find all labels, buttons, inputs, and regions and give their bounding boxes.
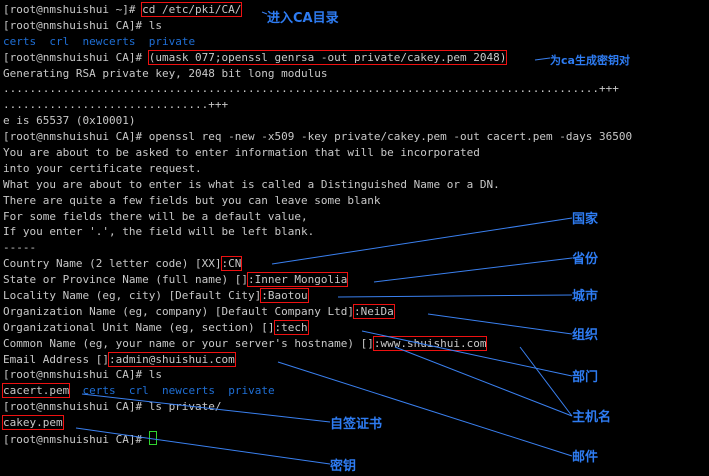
terminal-text: e is 65537 (0x10001) bbox=[3, 114, 136, 128]
terminal-text: Email Address [] bbox=[3, 352, 109, 366]
terminal-line: You are about to be asked to enter infor… bbox=[3, 145, 706, 161]
terminal-line: If you enter '.', the field will be left… bbox=[3, 224, 706, 240]
terminal-line: For some fields there will be a default … bbox=[3, 209, 706, 225]
terminal-line: ...............................+++ bbox=[3, 97, 706, 113]
terminal-text: Organizational Unit Name (eg, section) [… bbox=[3, 320, 275, 334]
annotation-key: 密钥 bbox=[330, 459, 357, 474]
annotation-email: 邮件 bbox=[572, 450, 599, 465]
annotation-city: 城市 bbox=[572, 289, 599, 304]
directory-entry: private bbox=[148, 34, 196, 48]
terminal-text: What you are about to enter is what is c… bbox=[3, 177, 500, 191]
highlighted-text: cakey.pem bbox=[2, 415, 64, 431]
terminal-text: [root@nmshuishui CA]# bbox=[3, 433, 149, 447]
annotation-organization: 组织 bbox=[572, 328, 599, 343]
terminal-text: For some fields there will be a default … bbox=[3, 209, 308, 223]
annotation-province: 省份 bbox=[572, 252, 599, 267]
annotation-department: 部门 bbox=[572, 370, 599, 385]
leader-line bbox=[519, 346, 573, 417]
terminal-line: [root@nmshuishui CA]# ls private/ bbox=[3, 399, 706, 415]
terminal-line: [root@nmshuishui CA]# ls bbox=[3, 18, 706, 34]
terminal-text: [root@nmshuishui CA]# bbox=[3, 50, 149, 64]
leader-line bbox=[271, 217, 573, 265]
terminal-line: [root@nmshuishui CA]# ls bbox=[3, 367, 706, 383]
terminal-line: Email Address []:admin@shuishui.com bbox=[3, 351, 706, 368]
terminal-line: Organizational Unit Name (eg, section) [… bbox=[3, 319, 706, 336]
directory-entry: private bbox=[228, 384, 275, 398]
leader-line bbox=[81, 393, 331, 423]
terminal-text: ----- bbox=[3, 241, 37, 255]
leader-line bbox=[373, 257, 573, 283]
highlighted-text: (umask 077;openssl genrsa -out private/c… bbox=[147, 49, 508, 65]
directory-entry: newcerts bbox=[82, 34, 136, 48]
directory-entry: certs bbox=[3, 34, 37, 48]
directory-entry: crl bbox=[49, 34, 70, 48]
annotation-hostname: 主机名 bbox=[572, 410, 612, 425]
leader-line bbox=[427, 313, 573, 335]
terminal-line: State or Province Name (full name) []:In… bbox=[3, 272, 706, 288]
terminal-text: [root@nmshuishui CA]# ls private/ bbox=[3, 400, 222, 414]
highlighted-text: :admin@shuishui.com bbox=[107, 351, 236, 367]
terminal-text: Country Name (2 letter code) [XX] bbox=[3, 257, 222, 271]
terminal-text: Locality Name (eg, city) [Default City] bbox=[3, 289, 262, 303]
terminal-text: [root@nmshuishui ~]# bbox=[3, 3, 143, 16]
annotation-enter-ca-dir: 进入CA目录 bbox=[267, 11, 339, 26]
directory-entry: certs bbox=[82, 384, 116, 398]
terminal-text: [root@nmshuishui CA]# ls bbox=[3, 368, 162, 382]
terminal-line: cakey.pem bbox=[2, 415, 706, 431]
terminal-line: Generating RSA private key, 2048 bit lon… bbox=[3, 66, 706, 82]
terminal-output[interactable]: [root@nmshuishui ~]# cd /etc/pki/CA/[roo… bbox=[1, 2, 706, 447]
terminal-line: e is 65537 (0x10001) bbox=[3, 113, 706, 129]
terminal-text: Common Name (eg, your name or your serve… bbox=[3, 336, 374, 350]
terminal-line: What you are about to enter is what is c… bbox=[3, 177, 706, 193]
leader-line bbox=[277, 361, 573, 457]
leader-line bbox=[337, 294, 573, 298]
terminal-text: ........................................… bbox=[3, 82, 619, 96]
highlighted-text: :NeiDa bbox=[353, 303, 395, 319]
terminal-text: You are about to be asked to enter infor… bbox=[3, 146, 480, 160]
terminal-line: certs crl newcerts private bbox=[3, 34, 706, 50]
terminal-text: ...............................+++ bbox=[3, 98, 229, 112]
terminal-line: cacert.pem certs crl newcerts private bbox=[1, 383, 706, 399]
terminal-text: If you enter '.', the field will be left… bbox=[3, 225, 315, 239]
terminal-line: [root@nmshuishui CA]# bbox=[3, 431, 706, 447]
highlighted-text: cd /etc/pki/CA/ bbox=[141, 2, 243, 17]
terminal-text: State or Province Name (full name) [] bbox=[3, 273, 249, 287]
terminal-line: There are quite a few fields but you can… bbox=[3, 193, 706, 209]
terminal-line: [root@nmshuishui CA]# (umask 077;openssl… bbox=[3, 49, 706, 66]
terminal-line: Country Name (2 letter code) [XX]:CN bbox=[3, 256, 706, 272]
leader-line bbox=[261, 11, 268, 15]
leader-line bbox=[75, 427, 331, 465]
terminal-text: into your certificate request. bbox=[3, 161, 202, 175]
highlighted-text: :tech bbox=[273, 319, 309, 335]
highlighted-text: :CN bbox=[220, 256, 243, 272]
terminal-text: [root@nmshuishui CA]# openssl req -new -… bbox=[3, 130, 633, 144]
annotation-gen-keypair: 为ca生成密钥对 bbox=[550, 54, 630, 67]
highlighted-text: cacert.pem bbox=[1, 383, 71, 399]
terminal-text: There are quite a few fields but you can… bbox=[3, 193, 381, 207]
highlighted-text: :Inner Mongolia bbox=[247, 272, 349, 288]
terminal-line: ........................................… bbox=[3, 81, 706, 97]
terminal-line: Locality Name (eg, city) [Default City]:… bbox=[3, 288, 706, 304]
terminal-text: Organization Name (eg, company) [Default… bbox=[3, 304, 354, 318]
terminal-text: [root@nmshuishui CA]# ls bbox=[3, 18, 162, 32]
terminal-line: ----- bbox=[3, 240, 706, 256]
directory-entry: newcerts bbox=[161, 384, 215, 398]
terminal-line: [root@nmshuishui ~]# cd /etc/pki/CA/ bbox=[3, 2, 706, 18]
annotation-self-signed-cert: 自签证书 bbox=[330, 417, 383, 432]
leader-line bbox=[534, 57, 551, 61]
terminal-line: into your certificate request. bbox=[3, 161, 706, 177]
terminal-line: [root@nmshuishui CA]# openssl req -new -… bbox=[3, 129, 706, 145]
leader-line bbox=[361, 330, 573, 377]
highlighted-text: :Baotou bbox=[260, 288, 309, 304]
terminal-text: Generating RSA private key, 2048 bit lon… bbox=[3, 66, 328, 80]
leader-line bbox=[394, 346, 573, 417]
directory-entry: crl bbox=[128, 384, 149, 398]
terminal-line: Organization Name (eg, company) [Default… bbox=[3, 303, 706, 320]
annotation-country: 国家 bbox=[572, 212, 599, 227]
